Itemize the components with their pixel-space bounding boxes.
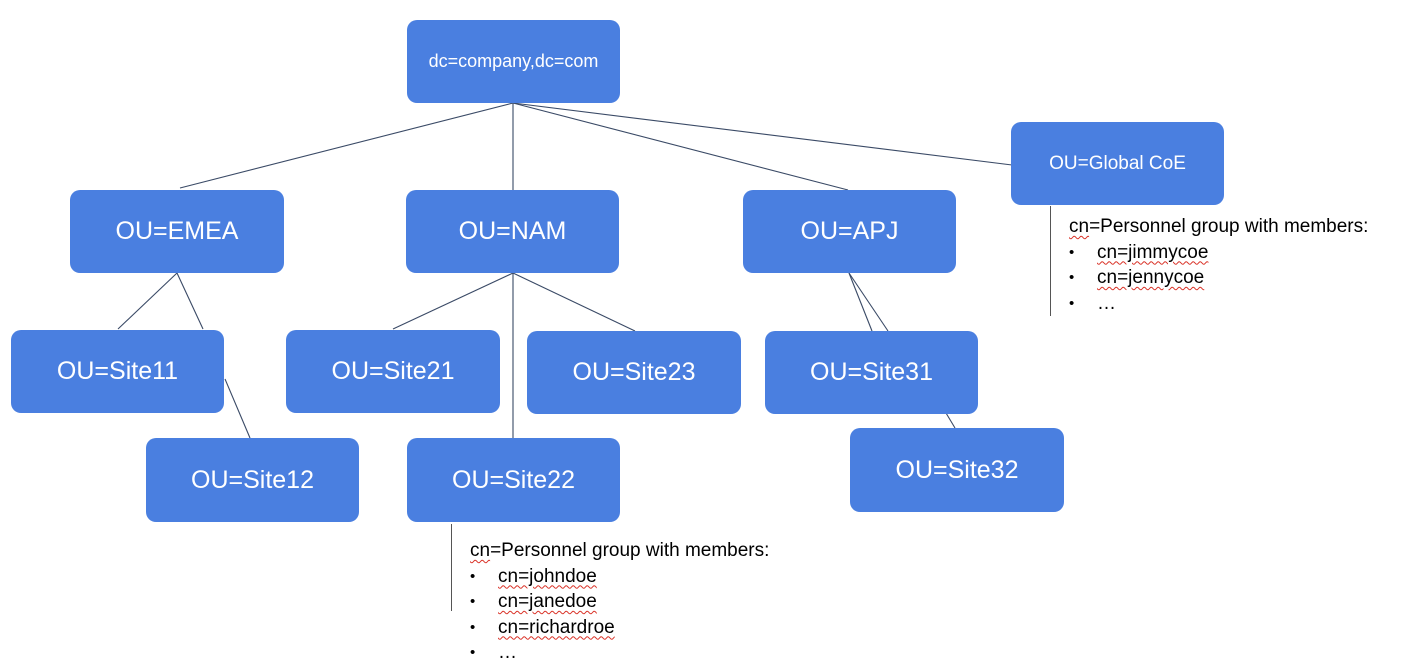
node-site11-label: OU=Site11 [56,357,179,385]
list-item: • cn=richardroe [470,615,831,641]
list-item: •… [1069,291,1412,317]
bullet-icon: • [1069,269,1075,286]
group-title-text: =Personnel group with members: [1089,216,1369,237]
node-ou-apj[interactable]: OU=APJ [743,190,956,273]
node-ou-site22[interactable]: OU=Site22 [407,438,620,522]
node-site23-label: OU=Site23 [572,358,696,386]
cn-prefix: cn [1069,216,1090,237]
connector-root-global [512,102,1013,166]
connector-emea-site11 [117,272,178,330]
connector-apj-site31 [848,272,873,332]
member-name: cn=jimmycoe [1097,241,1209,263]
group-members-global-coe: cn=Personnel group with members: • cn=jim… [1050,206,1412,316]
bullet-icon: • [1069,294,1075,312]
bullet-icon: • [470,618,476,636]
node-ou-site23[interactable]: OU=Site23 [527,331,741,414]
node-ou-emea[interactable]: OU=EMEA [70,190,284,273]
group-title-text: =Personnel group with members: [490,540,770,561]
connector-emea-site11b [176,272,204,330]
node-apj-label: OU=APJ [800,217,899,245]
bullet-icon: • [470,567,476,585]
connector-nam-site23 [512,272,636,332]
member-name: cn=jennycoe [1097,267,1205,288]
node-root-dc[interactable]: dc=company,dc=com [407,20,620,103]
node-ou-nam[interactable]: OU=NAM [406,190,619,273]
list-item: • cn=jimmycoe [1069,240,1412,266]
connector-nam-site21 [392,272,514,330]
node-site31-label: OU=Site31 [810,358,933,386]
member-name: cn=janedoe [498,591,597,612]
node-ou-site11[interactable]: OU=Site11 [11,330,224,413]
connector-site11-site12 [224,378,251,439]
node-ou-global-coe[interactable]: OU=Global CoE [1011,122,1224,205]
node-site32-label: OU=Site32 [895,455,1019,484]
list-item: • cn=janedoe [470,589,831,615]
member-name: … [498,642,517,663]
cn-prefix: cn [470,540,491,561]
node-ou-site21[interactable]: OU=Site21 [286,330,500,413]
node-ou-site32[interactable]: OU=Site32 [850,428,1064,512]
node-nam-label: OU=NAM [458,217,567,245]
list-item: •… [470,640,831,666]
group-title-global: cn=Personnel group with members: [1069,214,1412,240]
bullet-icon: • [470,644,476,661]
node-site22-label: OU=Site22 [452,465,575,494]
connector-apj-site31b [848,272,889,332]
member-name: … [1097,292,1116,314]
list-item: • cn=jennycoe [1069,265,1412,291]
node-site12-label: OU=Site12 [191,465,314,494]
member-name: cn=richardroe [498,616,615,638]
node-global-label: OU=Global CoE [1049,152,1186,174]
list-item: • cn=johndoe [470,564,831,590]
member-name: cn=johndoe [498,565,597,587]
node-emea-label: OU=EMEA [115,217,239,245]
node-root-label: dc=company,dc=com [428,51,599,71]
node-ou-site31[interactable]: OU=Site31 [765,331,978,414]
connector-site31-site32 [945,412,956,429]
bullet-icon: • [1069,243,1075,261]
bullet-icon: • [470,593,476,610]
connector-root-emea [179,102,514,189]
group-title-site22: cn=Personnel group with members: [470,538,831,564]
group-members-site22: cn=Personnel group with members: • cn=joh… [451,524,831,663]
node-site21-label: OU=Site21 [331,357,455,385]
node-ou-site12[interactable]: OU=Site12 [146,438,359,522]
connector-root-apj [512,102,849,191]
